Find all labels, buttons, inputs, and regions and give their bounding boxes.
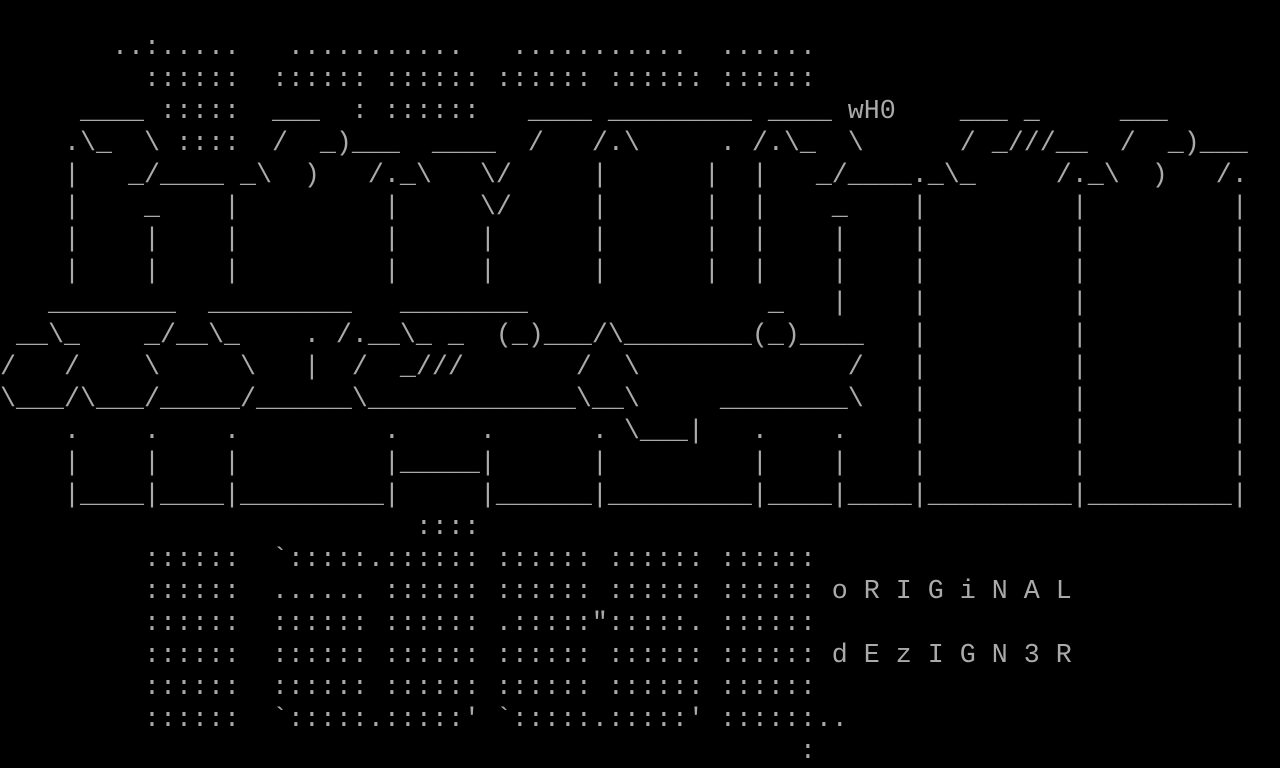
ascii-art-row: ____ ::::: ___ : :::::: ____ _________ _… [0,97,1168,127]
ascii-art-row: :::::: `:::::.:::::: :::::: :::::: :::::… [0,545,816,575]
ascii-art-row: :::::: :::::: :::::: :::::: :::::: :::::… [0,65,816,95]
ascii-art-row: | _ | | \/ | | | _ | | | [0,193,1248,223]
ascii-art-row: :::::: `:::::.:::::' `:::::.:::::' :::::… [0,705,848,735]
ascii-art-row: \___/\___/_____/______\_____________\__\… [0,385,1248,415]
ascii-art-row: :::::: :::::: :::::: :::::: :::::: :::::… [0,673,816,703]
ascii-art-row: | | | | | | | | | | | | [0,257,1248,287]
ascii-art-row-dezign3r: :::::: :::::: :::::: :::::: :::::: :::::… [0,641,1072,671]
ascii-art-row: :::::: :::::: :::::: .:::::":::::. :::::… [0,609,816,639]
ascii-art-row: | | | | | | | | | | | | [0,225,1248,255]
ascii-art-row [0,0,1280,32]
ascii-art-row: : [0,737,816,767]
ascii-art-row: |____|____|_________| |______|_________|… [0,481,1248,511]
ascii-art-row: __\_ _/__\_ . /.__\_ _ (_)___/\________(… [0,321,1248,351]
ascii-art-row: ..:..... ........... ........... ...... [0,33,816,63]
ascii-art-row: :::: [0,513,480,543]
ascii-art-row: .\_ \ :::: / _)___ ____ / /.\ . /.\_ \ /… [0,129,1248,159]
ascii-art-row: | _/____ _\ ) /._\ \/ | | | _/____._\_ /… [0,161,1248,191]
ascii-art-row: | | | |_____| | | | | | | [0,449,1248,479]
ascii-art-row: . . . . . . \___| . . | | | [0,417,1248,447]
ascii-art-row: / / \ \ | / _/// / \ / | | | [0,353,1248,383]
ascii-art-row-original: :::::: ...... :::::: :::::: :::::: :::::… [0,577,1072,607]
ascii-art-row: ________ _________ ________ _ | | | | [0,289,1248,319]
